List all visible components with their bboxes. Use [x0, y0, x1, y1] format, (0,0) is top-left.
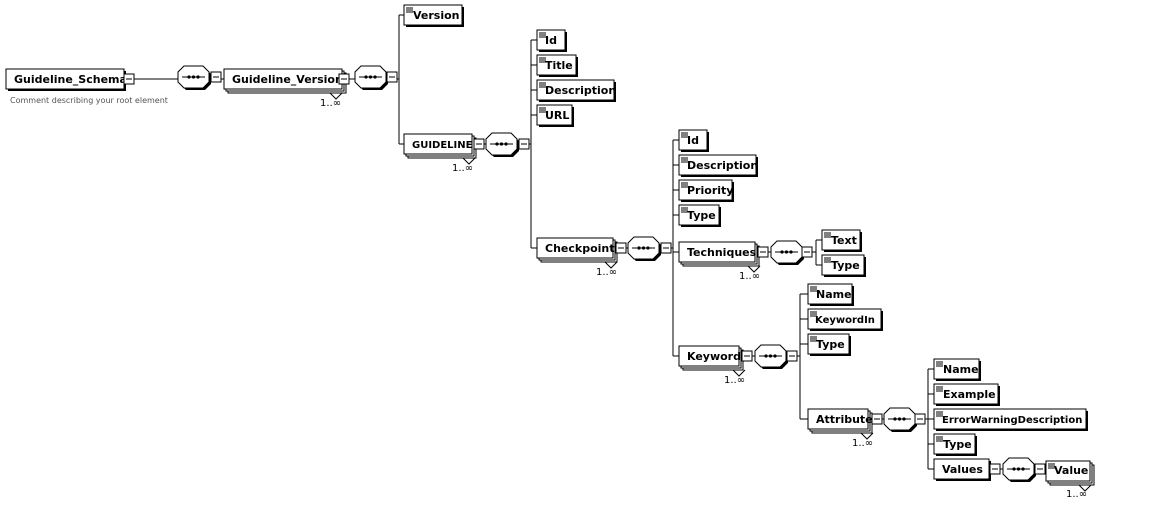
element-checkpoint[interactable]: Checkpoint	[536, 237, 627, 269]
element-type[interactable]: Type	[821, 254, 866, 277]
sequence-compositor-icon[interactable]	[177, 65, 222, 90]
element-name[interactable]: Name	[933, 358, 981, 381]
element-value[interactable]: Value	[1045, 460, 1095, 492]
sequence-compositor-icon[interactable]	[770, 240, 813, 265]
element-keyword[interactable]: Keyword	[678, 345, 753, 377]
element-id[interactable]: Id	[678, 129, 709, 152]
element-label: Description	[545, 84, 616, 97]
element-guideline[interactable]: GUIDELINE	[403, 133, 485, 165]
element-label: Values	[942, 463, 983, 476]
element-version[interactable]: Version	[403, 4, 464, 27]
element-priority[interactable]: Priority	[678, 179, 734, 202]
sequence-compositor-icon[interactable]	[627, 236, 672, 261]
element-title[interactable]: Title	[536, 54, 578, 77]
element-values[interactable]: Values	[933, 458, 1001, 481]
element-label: Type	[943, 438, 972, 451]
element-type[interactable]: Type	[678, 204, 721, 227]
element-label: Title	[545, 59, 573, 72]
sequence-compositor-icon[interactable]	[754, 344, 798, 369]
sequence-compositor-icon[interactable]	[354, 65, 398, 90]
element-description[interactable]: Description	[678, 154, 758, 177]
element-type[interactable]: Type	[807, 333, 851, 356]
multiplicity-label: 1..∞	[596, 267, 617, 278]
element-label: Type	[816, 338, 845, 351]
element-text[interactable]: Text	[821, 229, 862, 252]
element-label: Name	[816, 288, 852, 301]
element-label: Checkpoint	[545, 242, 615, 255]
multiplicity-label: 1..∞	[452, 163, 473, 174]
element-label: Name	[943, 363, 979, 376]
element-label: Guideline_Version	[232, 73, 343, 86]
element-label: Version	[413, 9, 460, 22]
multiplicity-label: 1..∞	[1066, 489, 1087, 500]
element-id[interactable]: Id	[536, 29, 567, 52]
element-url[interactable]: URL	[536, 104, 574, 127]
element-label: Id	[687, 134, 699, 147]
element-label: Priority	[687, 184, 733, 197]
element-label: ErrorWarningDescription	[942, 415, 1082, 426]
element-label: GUIDELINE	[412, 140, 473, 151]
element-attribute[interactable]: Attribute	[807, 408, 883, 440]
root-element-comment: Comment describing your root element	[10, 96, 168, 105]
element-label: Keyword	[687, 350, 741, 363]
multiplicity-label: 1..∞	[320, 98, 341, 109]
element-label: Attribute	[816, 413, 873, 426]
element-label: Description	[687, 159, 758, 172]
element-example[interactable]: Example	[933, 383, 1000, 406]
element-label: Type	[687, 209, 716, 222]
element-label: Techniques	[687, 246, 757, 259]
element-type[interactable]: Type	[933, 433, 977, 456]
element-label: Text	[831, 234, 857, 247]
sequence-compositor-icon[interactable]	[1002, 457, 1046, 482]
sequence-compositors	[177, 65, 1046, 482]
root-element-guideline-schema[interactable]: Guideline_Schema	[5, 68, 135, 91]
element-label: Example	[943, 388, 996, 401]
element-guideline-version[interactable]: Guideline_Version	[223, 68, 350, 100]
element-error-warning-description[interactable]: ErrorWarningDescription	[933, 408, 1088, 431]
element-label: Guideline_Schema	[14, 73, 127, 86]
element-name[interactable]: Name	[807, 283, 854, 306]
connector-lines	[134, 14, 1046, 470]
multiplicity-label: 1..∞	[739, 271, 760, 282]
element-label: Value	[1054, 464, 1088, 477]
element-label: Id	[545, 34, 557, 47]
element-label: URL	[545, 109, 569, 122]
element-keywordin[interactable]: KeywordIn	[807, 308, 883, 331]
element-description[interactable]: Description	[536, 79, 616, 102]
sequence-compositor-icon[interactable]	[883, 407, 926, 432]
element-label: KeywordIn	[815, 315, 875, 326]
multiplicity-label: 1..∞	[852, 438, 873, 449]
element-label: Type	[831, 259, 860, 272]
multiplicity-label: 1..∞	[724, 375, 745, 386]
element-techniques[interactable]: Techniques	[678, 241, 769, 273]
sequence-compositor-icon[interactable]	[485, 132, 530, 157]
